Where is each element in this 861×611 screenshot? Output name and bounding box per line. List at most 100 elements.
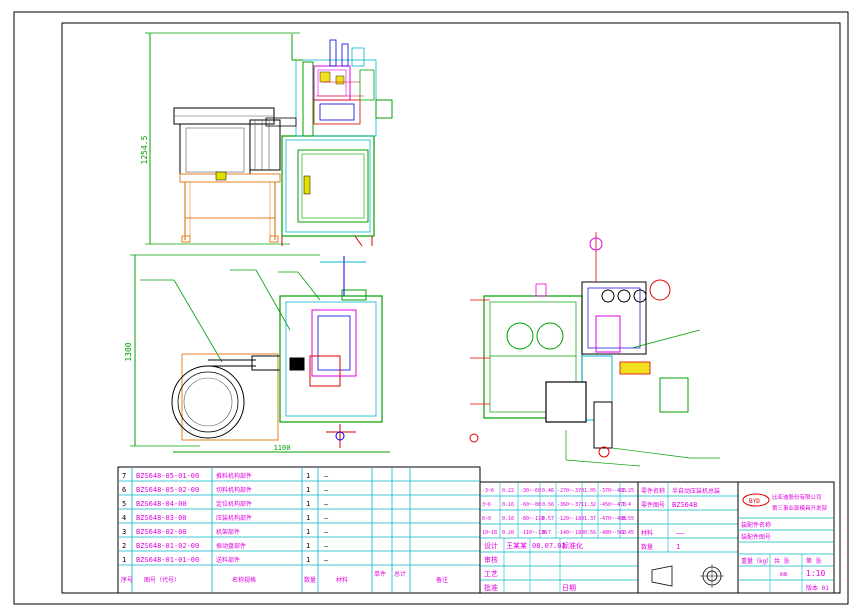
bom-row-3-code: BZS648-02-00 — [136, 528, 187, 536]
bom-row-4-name: 压装机构部件 — [216, 514, 252, 522]
title-block: 零件名称 半自动压装机总装 零件图号 BZS648 材料 —— 数量 1 BYD… — [641, 487, 829, 592]
bom-row-7-no: 7 — [122, 472, 126, 480]
bom-row-4-qty: 1 — [306, 514, 310, 522]
material-label: 材料 — [641, 529, 653, 537]
bom-row-2-qty: 1 — [306, 542, 310, 550]
code-r4-c4: 0.7 — [542, 530, 551, 536]
asm-no-label: 装配件图号 — [741, 533, 771, 541]
bom-row-1-no: 1 — [122, 556, 126, 564]
sheets-label: 共 张 — [774, 557, 790, 565]
bom-row-7-mat: — — [324, 472, 329, 480]
bom-row-3-no: 3 — [122, 528, 126, 536]
craft-label: 工艺 — [484, 570, 498, 578]
std-label: 标准化 — [562, 541, 583, 550]
bom-row-1-code: BZS648-01-01-00 — [136, 556, 199, 564]
scale-value: 1:10 — [806, 569, 825, 578]
drawing-no-label: 零件图号 — [641, 501, 665, 509]
dept-name: 第三事业部模具开发部 — [772, 504, 828, 512]
unit-value: mm — [780, 571, 788, 578]
bom-row-3-name: 机架部件 — [216, 528, 240, 536]
bom-row-2-name: 振动盘部件 — [216, 542, 246, 550]
bom-row-3-mat: — — [324, 528, 329, 536]
bom-row-7-code: BZS648-05-01-00 — [136, 472, 199, 480]
material-value: —— — [676, 529, 685, 537]
bom-header-unit-wt: 单件 — [374, 570, 386, 578]
bom-row-2-code: BZS648-01-02-00 — [136, 542, 199, 550]
bom-row-6-code: BZS648-05-02-00 — [136, 486, 199, 494]
bom-header-code: 图号（代号） — [144, 576, 180, 584]
code-r4-c3: -110~-130 — [520, 530, 547, 536]
bom-header-mat: 材料 — [336, 576, 348, 584]
code-r1-c3: -30~-60 — [520, 488, 541, 494]
dim-front-height: 1254.5 — [140, 135, 149, 164]
bom-row-6-qty: 1 — [306, 486, 310, 494]
bom-row-6-name: 切料机构部件 — [216, 486, 252, 494]
check-label: 审核 — [484, 555, 498, 564]
code-r4-c8: 1.45 — [622, 530, 634, 536]
code-r4-c2: 0.20 — [502, 530, 514, 536]
bom-row-4-mat: — — [324, 514, 329, 522]
code-r2-c6: 1.32 — [584, 502, 596, 508]
project-value: 半自动压装机总装 — [672, 487, 720, 495]
bom-header-total-wt: 总计 — [394, 570, 406, 578]
code-r4-c7: -480~-560 — [599, 530, 626, 536]
approve-label: 批准 — [484, 583, 498, 592]
qty-label: 数量 — [641, 543, 653, 551]
dim-plan-width: 1100 — [274, 444, 291, 452]
dim-plan-height: 1300 — [124, 342, 133, 361]
bom-row-5-mat: — — [324, 500, 329, 508]
code-r3-c3: -80~-110 — [520, 516, 544, 522]
bom-row-4-code: BZS648-03-00 — [136, 514, 187, 522]
designer-name: 王某某 — [506, 542, 527, 550]
code-r1-c6: 1.05 — [584, 488, 596, 494]
weight-label: 重量（kg） — [741, 557, 772, 565]
code-r2-c4: 0.56 — [542, 502, 554, 508]
asm-name-label: 装配件名称 — [741, 521, 771, 529]
bom-row-5-qty: 1 — [306, 500, 310, 508]
designer-label: 设计 — [484, 541, 498, 550]
bom-row-6-no: 6 — [122, 486, 126, 494]
design-date: 08.07.03 — [532, 542, 566, 550]
bom-row-2-mat: — — [324, 542, 329, 550]
code-r1-c1: -3~6 — [482, 488, 494, 494]
bom-header-remark: 备注 — [436, 576, 448, 584]
code-r4-c1: 10~18 — [482, 530, 497, 536]
logo-text: BYD — [749, 498, 760, 505]
code-r3-c4: 0.57 — [542, 516, 554, 522]
sign-table: -3~6 0.22 -30~-60 0.46 -270~-370 1.05 -3… — [482, 488, 634, 592]
bom-row-6-mat: — — [324, 486, 329, 494]
code-r2-c5: -360~-371 — [557, 502, 584, 508]
code-r1-c2: 0.22 — [502, 488, 514, 494]
code-r2-c1: 3~6 — [482, 502, 491, 508]
code-r4-c6: 0.56 — [584, 530, 596, 536]
bom-row-1-qty: 1 — [306, 556, 310, 564]
bom-header-name: 名称规格 — [232, 576, 256, 584]
code-r4-c5: -140~-180 — [557, 530, 584, 536]
bom-row-2-no: 2 — [122, 542, 126, 550]
code-r1-c7: -370~-485 — [599, 488, 626, 494]
code-r2-c3: -60~-80 — [520, 502, 541, 508]
sheet-label: 第 张 — [806, 557, 822, 565]
bom-row-1-mat: — — [324, 556, 329, 564]
bom-table: 7 BZS648-05-01-00 推料机构部件 1 — 6 BZS648-05… — [121, 472, 448, 584]
bom-row-4-no: 4 — [122, 514, 126, 522]
code-r3-c5: -120~-180 — [557, 516, 584, 522]
bom-row-5-name: 定位机构部件 — [216, 500, 252, 508]
bom-row-3-qty: 1 — [306, 528, 310, 536]
code-r3-c2: 0.16 — [502, 516, 514, 522]
outer-frame — [13, 11, 849, 605]
bom-row-1-name: 送料部件 — [216, 556, 240, 564]
bom-row-7-name: 推料机构部件 — [216, 472, 252, 480]
plan-view: 1300 1100 — [124, 254, 390, 453]
code-r2-c8: 1.4 — [622, 502, 631, 508]
side-view — [469, 232, 720, 467]
code-r3-c7: -470~-480 — [599, 516, 626, 522]
bom-header-qty: 数量 — [304, 576, 316, 584]
code-r1-c8: 1.25 — [622, 488, 634, 494]
version-value: 版本 01 — [806, 584, 829, 592]
drawing-no: BZS648 — [672, 501, 697, 509]
front-view: 1254.5 — [140, 32, 393, 247]
code-r2-c2: 0.16 — [502, 502, 514, 508]
bom-header-no: 序号 — [121, 576, 133, 584]
